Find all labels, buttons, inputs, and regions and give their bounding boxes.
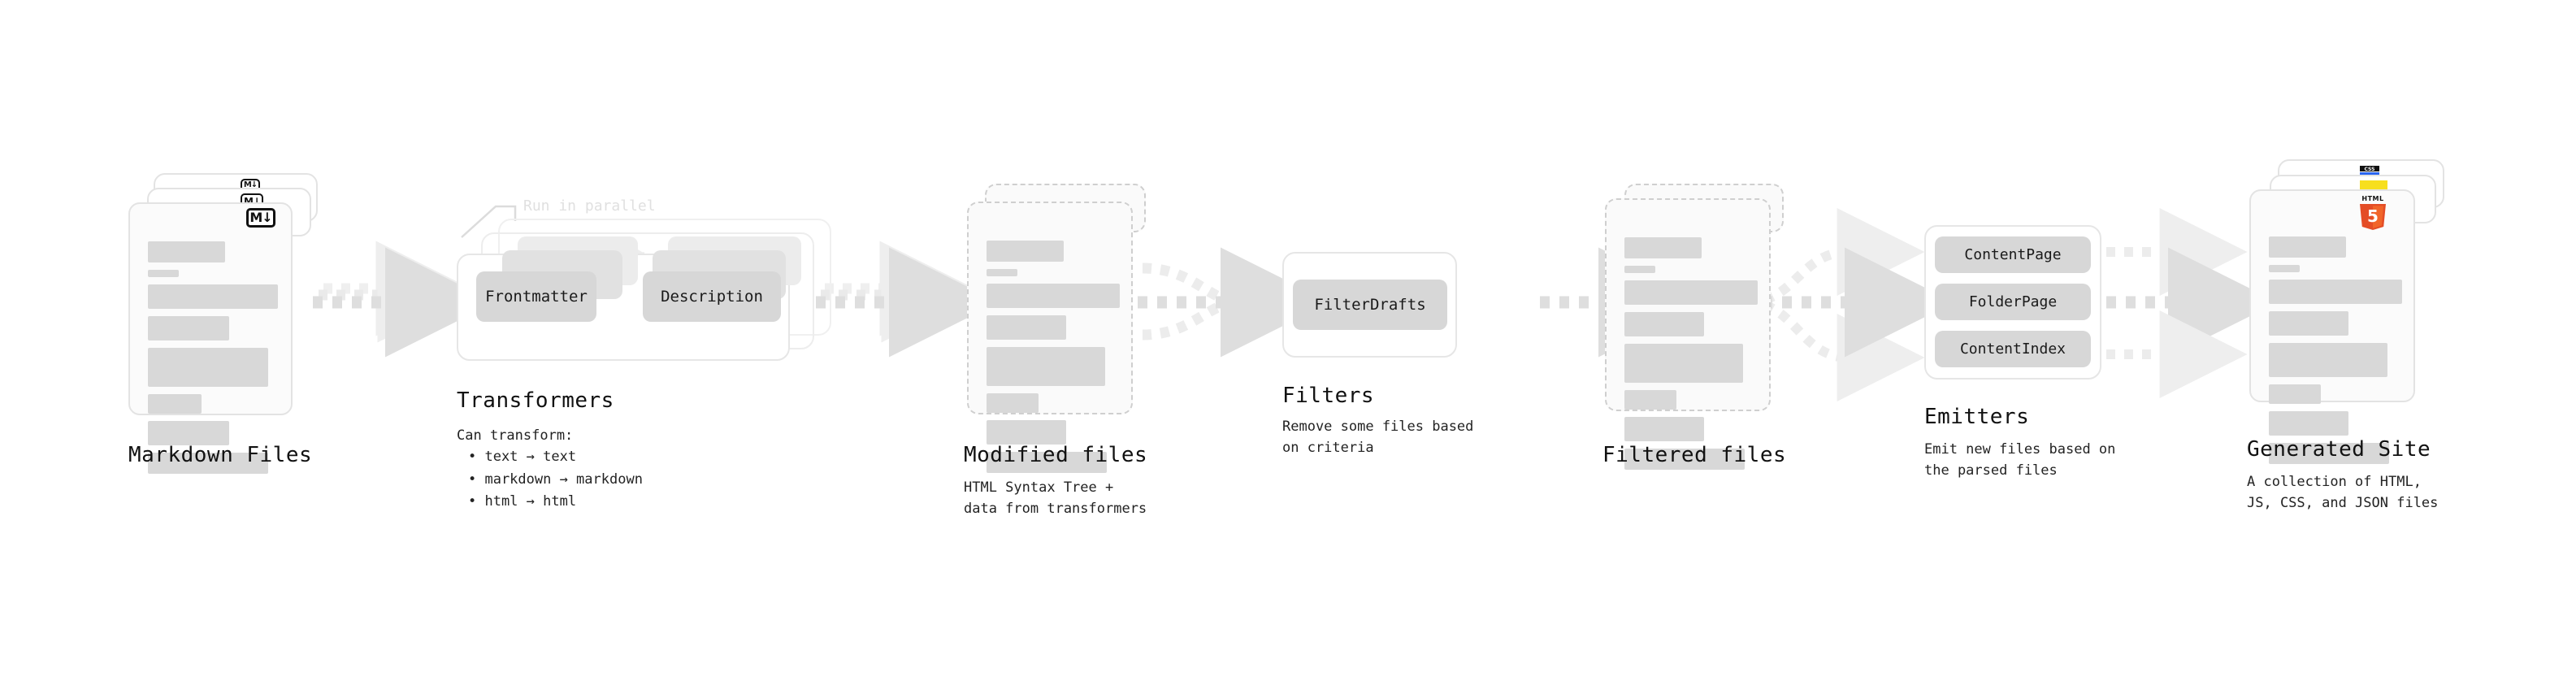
css3-icon: CSS — [2360, 166, 2379, 175]
skeleton-bars — [1624, 237, 1758, 477]
skeleton-bar — [148, 394, 202, 414]
skeleton-bar — [2269, 236, 2346, 258]
skeleton-bars — [987, 241, 1120, 480]
skeleton-bar — [2269, 280, 2402, 304]
file-card-front[interactable] — [128, 202, 293, 474]
svg-text:5: 5 — [2367, 206, 2379, 226]
transformer-bullet-item: • markdown → markdown — [468, 471, 643, 488]
skeleton-bar — [1624, 280, 1758, 305]
transformer-pill-description[interactable]: Description — [643, 271, 781, 322]
skeleton-bar — [1624, 266, 1655, 273]
stage-subtitle-modified-files: HTML Syntax Tree + data from transformer… — [964, 479, 1147, 518]
skeleton-bar — [987, 241, 1064, 262]
stage-title-generated-site: Generated Site — [2247, 437, 2431, 462]
filtered-file-card-front[interactable] — [1605, 198, 1771, 470]
svg-text:CSS: CSS — [2365, 167, 2375, 172]
skeleton-bar — [1624, 390, 1676, 410]
skeleton-bar — [148, 453, 268, 474]
css3-icon-glyph: CSS — [2360, 166, 2379, 175]
skeleton-bar — [148, 241, 225, 262]
skeleton-bar — [1624, 417, 1704, 441]
emitter-pill-contentindex[interactable]: ContentIndex — [1935, 331, 2091, 367]
skeleton-bar — [987, 284, 1120, 308]
skeleton-bar — [987, 315, 1066, 340]
skeleton-bars — [2269, 236, 2402, 471]
skeleton-bar — [148, 316, 229, 340]
site-card-front[interactable] — [2249, 189, 2415, 464]
transformer-bullet-list: • text → text • markdown → markdown • ht… — [468, 446, 643, 514]
transformer-pill-frontmatter[interactable]: Frontmatter — [476, 271, 596, 322]
markdown-icon: M↓ — [246, 208, 275, 228]
skeleton-bar — [2269, 265, 2300, 272]
skeleton-bar — [1624, 237, 1702, 258]
connector-markdown-to-transformers — [313, 241, 495, 358]
html5-icon-glyph: HTML 5 — [2360, 195, 2386, 230]
skeleton-bar — [2269, 443, 2389, 464]
connector-modified-to-filters — [1138, 247, 1330, 358]
emitter-pill-folderpage[interactable]: FolderPage — [1935, 284, 2091, 320]
skeleton-bar — [987, 269, 1017, 276]
skeleton-bar — [2269, 343, 2387, 377]
stage-title-filters: Filters — [1282, 384, 1375, 408]
skeleton-bar — [1624, 312, 1704, 336]
skeleton-bar — [1624, 344, 1743, 383]
stage-subtitle-emitters: Emit new files based on the parsed files — [1924, 441, 2116, 479]
skeleton-bar — [2269, 311, 2348, 336]
transformer-bullet-item: • html → html — [468, 493, 577, 510]
skeleton-bar — [987, 452, 1107, 473]
skeleton-bar — [148, 284, 278, 309]
transformer-bullet-item: • text → text — [468, 449, 577, 465]
stage-title-filtered-files: Filtered files — [1602, 443, 1787, 467]
skeleton-bar — [987, 393, 1039, 413]
skeleton-bar — [987, 420, 1066, 445]
stage-title-emitters: Emitters — [1924, 405, 2030, 429]
stage-subtitle-transformers: Can transform: — [457, 427, 574, 444]
stage-title-modified-files: Modified files — [964, 443, 1148, 467]
skeleton-bar — [2269, 411, 2348, 436]
modified-file-card-front[interactable] — [967, 202, 1133, 473]
stage-subtitle-filters: Remove some files based on criteria — [1282, 419, 1474, 457]
skeleton-bar — [148, 421, 229, 445]
stage-title-transformers: Transformers — [457, 388, 614, 413]
skeleton-bars — [148, 241, 278, 481]
emitter-pill-contentpage[interactable]: ContentPage — [1935, 236, 2091, 273]
skeleton-bar — [2269, 384, 2321, 404]
filter-pill-filterdrafts[interactable]: FilterDrafts — [1293, 280, 1447, 330]
run-in-parallel-annotation: Run in parallel — [523, 197, 656, 215]
stage-title-markdown-files: Markdown Files — [128, 443, 313, 467]
skeleton-bar — [987, 347, 1105, 386]
skeleton-bar — [148, 270, 179, 277]
skeleton-bar — [148, 348, 268, 387]
svg-text:HTML: HTML — [2361, 195, 2383, 202]
html5-icon: HTML 5 — [2357, 193, 2388, 230]
skeleton-bar — [1624, 449, 1745, 470]
stage-subtitle-generated-site: A collection of HTML, JS, CSS, and JSON … — [2247, 474, 2439, 512]
